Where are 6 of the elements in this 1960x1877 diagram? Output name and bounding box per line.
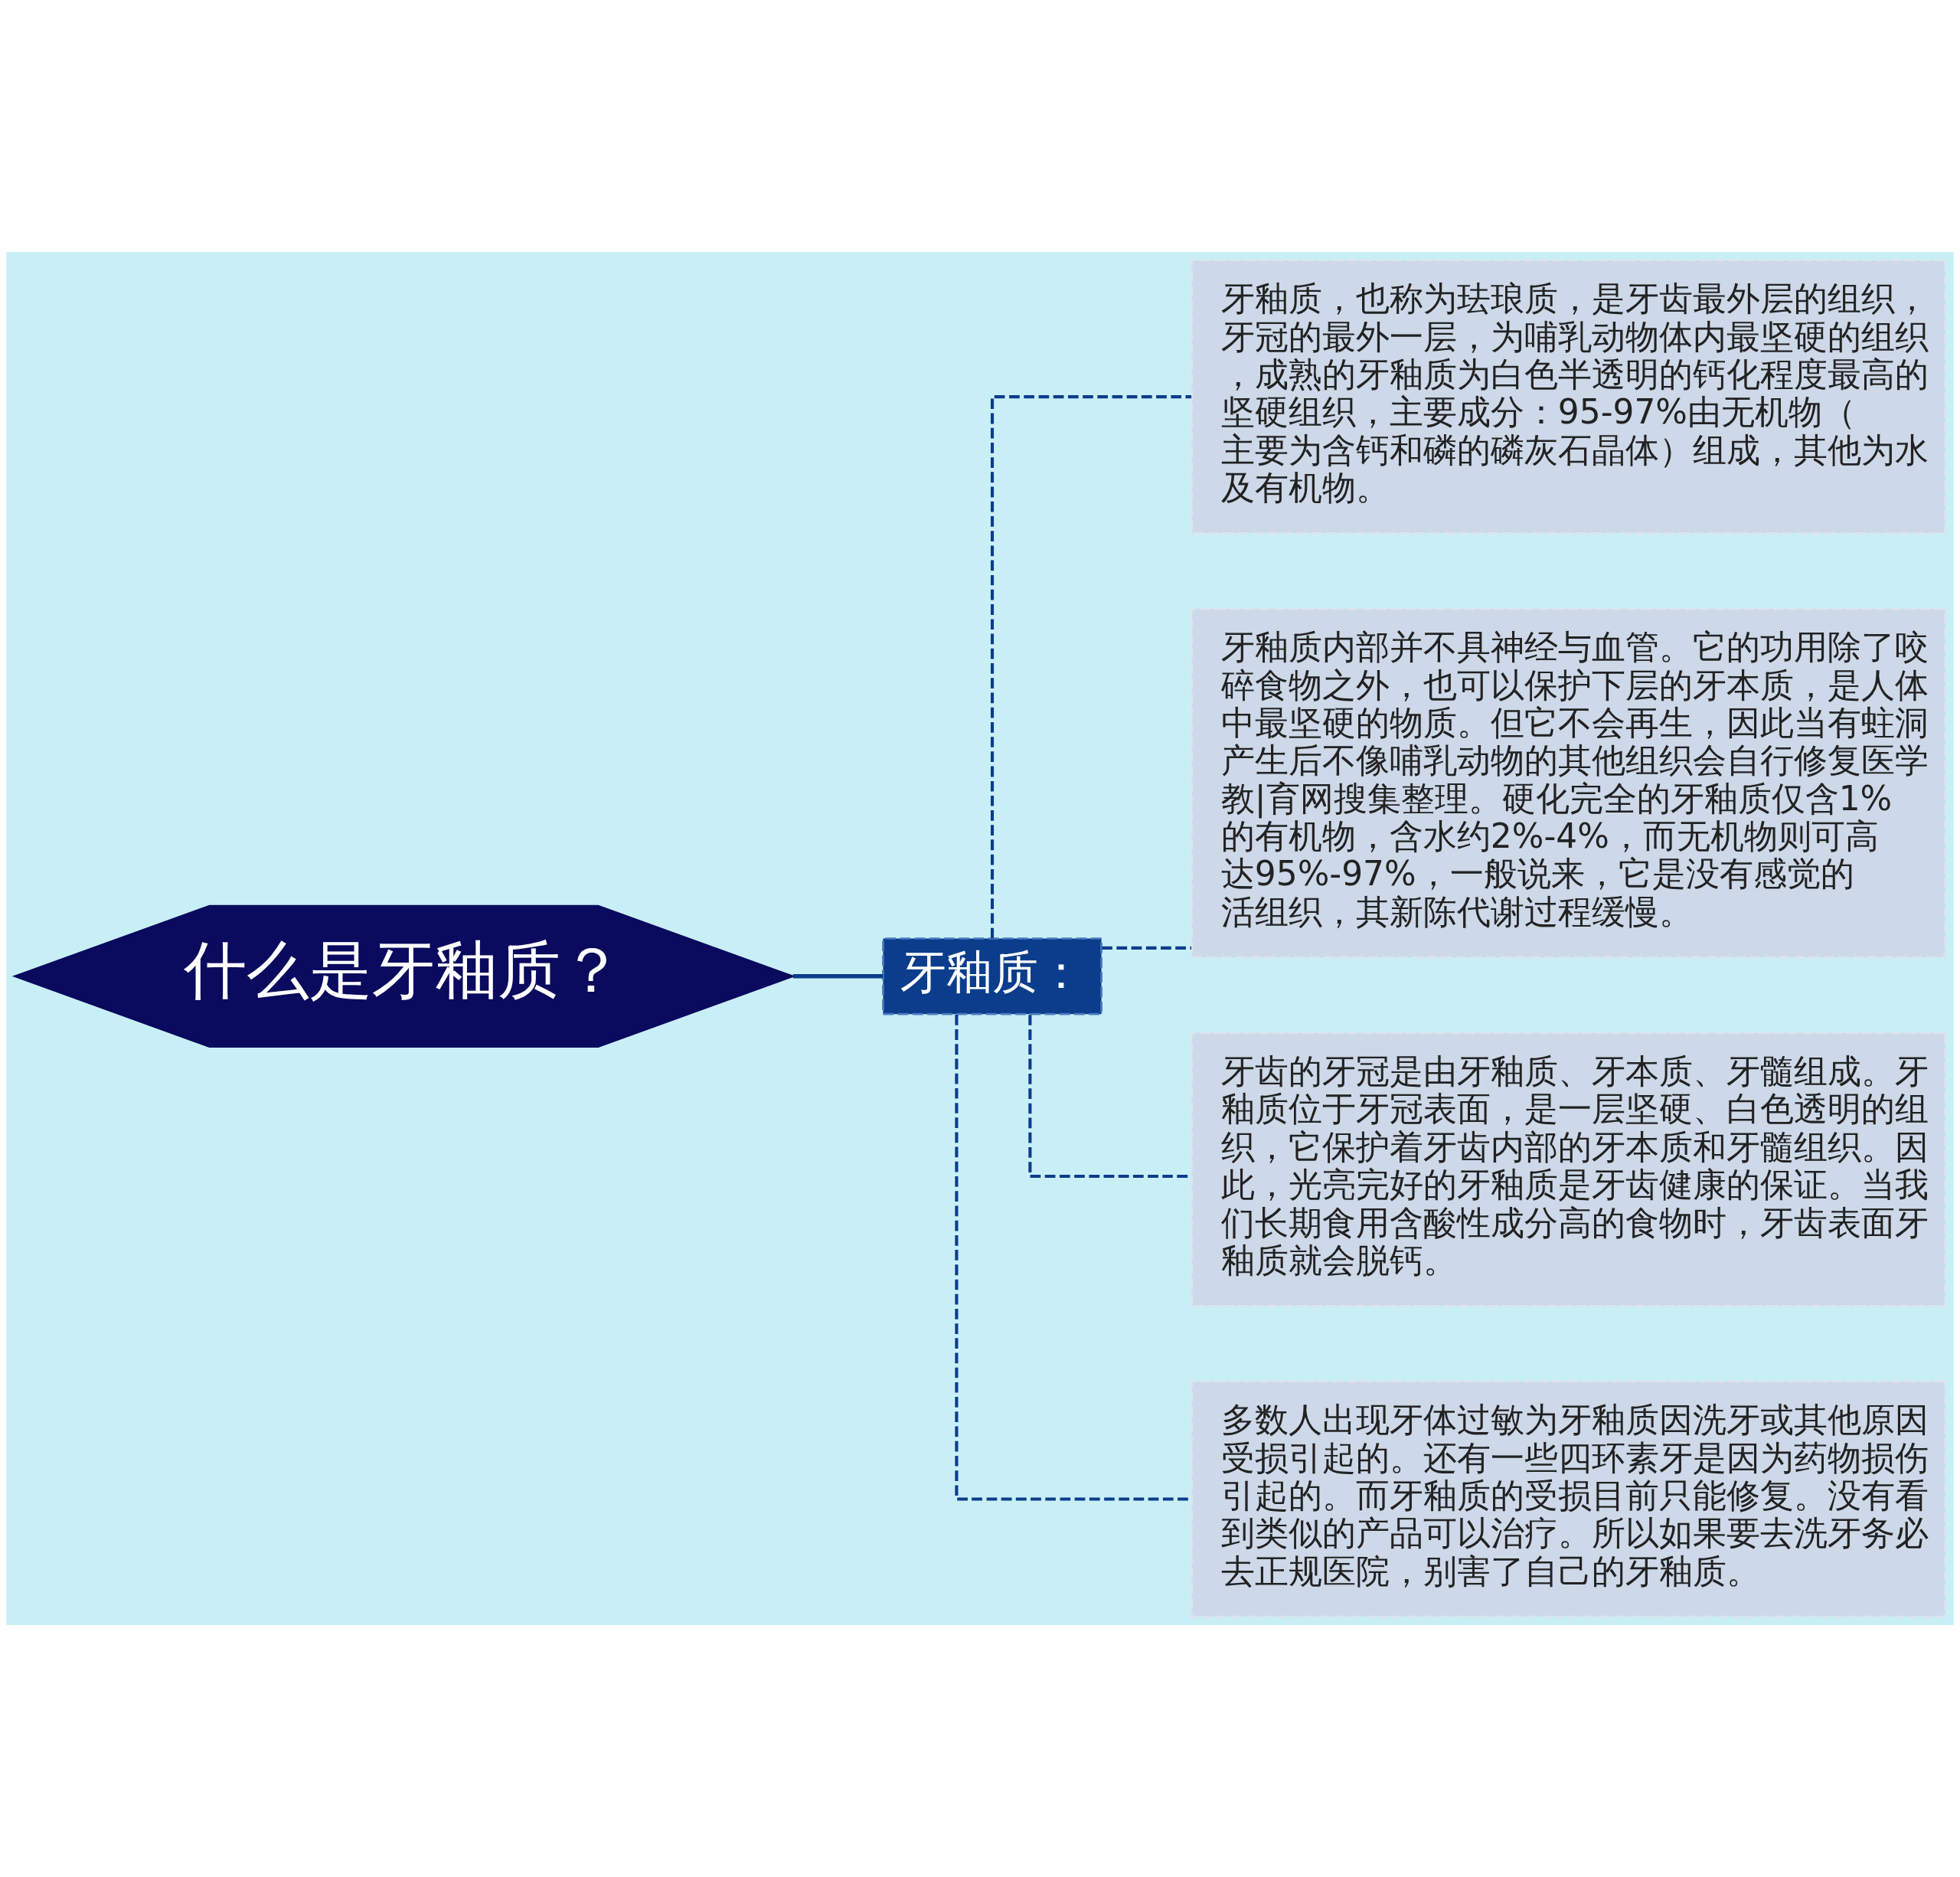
connector (1102, 946, 1191, 950)
connector (792, 974, 884, 979)
connector (990, 395, 1192, 939)
node-box: 牙釉质内部并不具神经与血管。它的功用除了咬碎食物之外，也可以保护下层的牙本质，是人体中最坚硬的物质。但它不会再生，因此当有蛀洞产生后不像哺乳动物的其他组织会自行修复医学教|育网搜集整理。硬化完全的牙釉质仅含1%的有机物，含水约2%-4%，而无机物则可高达95%-97%，一般说来，它是没有感觉的活组织，其新陈代谢过程缓慢。 (1191, 607, 1947, 959)
node-box: 牙釉质： (882, 937, 1102, 1015)
node-box: 牙釉质，也称为珐琅质，是牙齿最外层的组织，牙冠的最外一层，为哺乳动物体内最坚硬的组织，成熟的牙釉质为白色半透明的钙化程度最高的坚硬组织，主要成分：95-97%由无机物（主要为含钙和磷的磷灰石晶体）组成，其他为水及有机物。 (1191, 259, 1947, 535)
